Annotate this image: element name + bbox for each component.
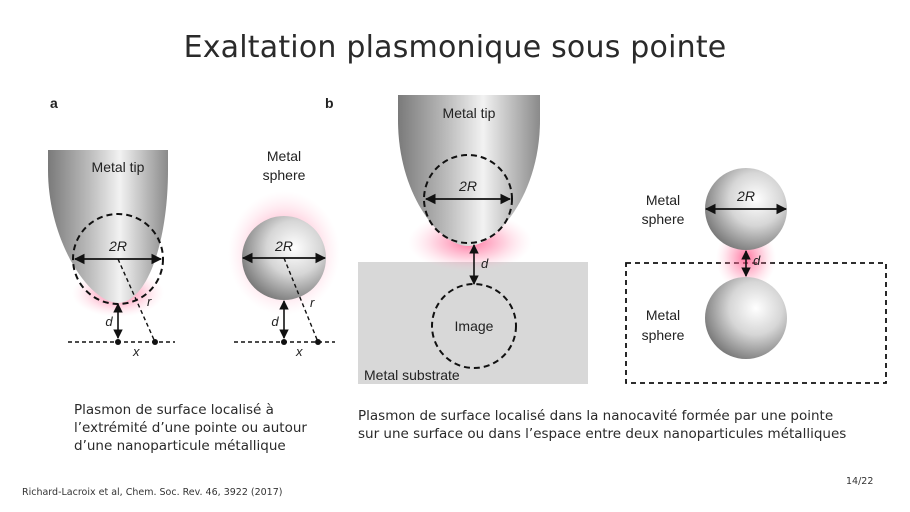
metal-tip-b-label: Metal tip (443, 105, 496, 121)
caption-b-line: sur une surface ou dans l’espace entre d… (358, 426, 847, 442)
tip-b-diameter-label: 2R (458, 178, 477, 194)
gap-distance-label: d (753, 253, 761, 268)
top-sphere-label-line2: sphere (642, 211, 685, 227)
tip-b-distance-label: d (481, 256, 489, 271)
image-charge-circle (431, 283, 517, 369)
caption-a: Plasmon de surface localisé à l’extrémit… (74, 401, 324, 455)
sphere-distance-label: d (271, 314, 279, 329)
sphere-radius-line (283, 257, 319, 343)
sphere-x-label: x (295, 344, 303, 359)
tip-b-curvature-circle (423, 154, 513, 244)
sphere-radius-label: r (310, 295, 315, 310)
bottom-sphere-label-line2: sphere (642, 327, 685, 343)
panel-b-label: b (325, 95, 334, 111)
tip-radius-label: r (147, 294, 152, 309)
tip-diameter-label: 2R (108, 238, 127, 254)
metal-tip-label: Metal tip (92, 159, 145, 175)
sphere-diameter-label: 2R (274, 238, 293, 254)
reference-citation: Richard-Lacroix et al, Chem. Soc. Rev. 4… (22, 487, 283, 498)
image-label: Image (455, 318, 494, 334)
sphere-label-line2: sphere (263, 167, 306, 183)
sphere-label-line1: Metal (267, 148, 301, 164)
sphere-offset-point (315, 339, 321, 345)
top-sphere-label-line1: Metal (646, 192, 680, 208)
caption-a-line: l’extrémité d’une pointe ou autour (74, 420, 307, 436)
slide-title: Exaltation plasmonique sous pointe (183, 30, 727, 65)
panel-a-label: a (50, 95, 58, 111)
metal-tip-shape (48, 150, 168, 303)
tip-x-label: x (132, 344, 140, 359)
caption-b-line: Plasmon de surface localisé dans la nano… (358, 408, 834, 424)
caption-a-line: d’une nanoparticule métallique (74, 438, 286, 454)
metal-tip-b-shape (398, 95, 540, 246)
tip-distance-label: d (105, 314, 113, 329)
caption-b: Plasmon de surface localisé dans la nano… (358, 407, 898, 443)
tip-radius-line (117, 258, 156, 343)
tip-base-point (115, 339, 121, 345)
bottom-metal-sphere (705, 277, 787, 359)
tip-offset-point (152, 339, 158, 345)
sphere-base-point (281, 339, 287, 345)
top-sphere-diameter-label: 2R (736, 188, 755, 204)
bottom-sphere-label-line1: Metal (646, 307, 680, 323)
metal-substrate-label: Metal substrate (364, 367, 460, 383)
page-number: 14/22 (846, 476, 874, 487)
caption-a-line: Plasmon de surface localisé à (74, 402, 274, 418)
